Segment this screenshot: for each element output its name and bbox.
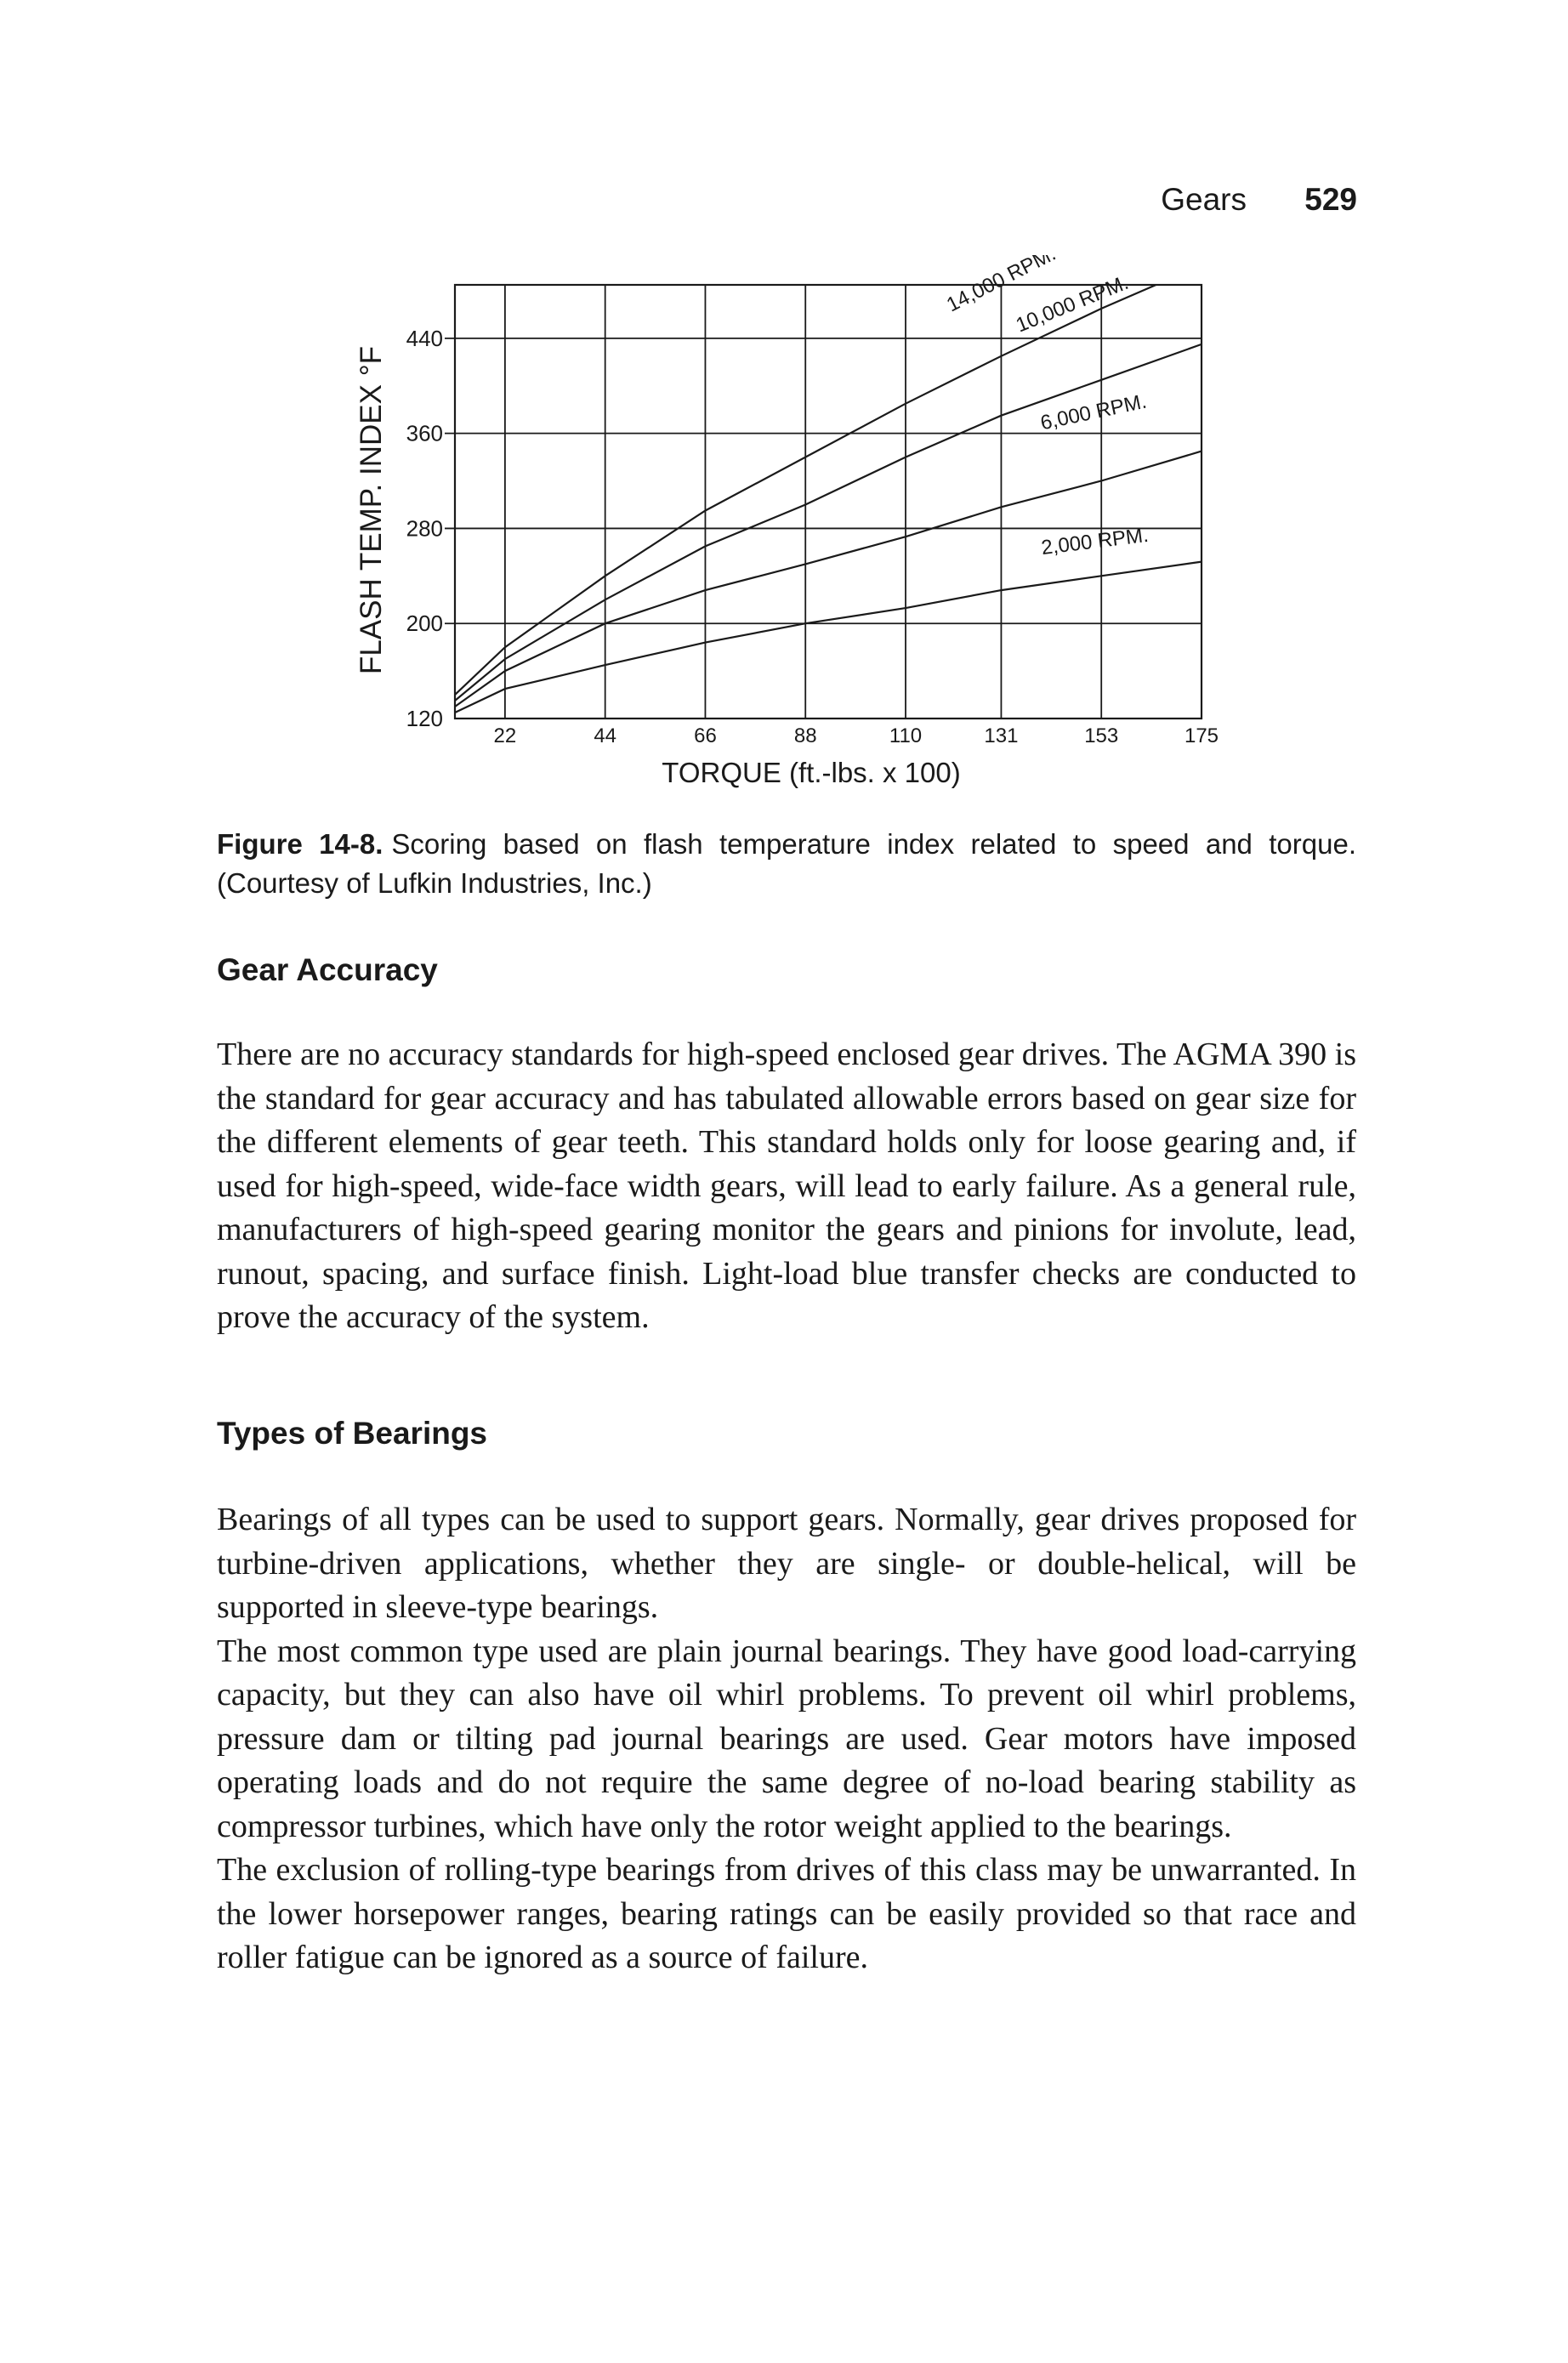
x-tick-label: 22 [494, 724, 517, 747]
plot-frame [453, 283, 1203, 720]
y-axis-title: FLASH TEMP. INDEX °F [355, 346, 388, 674]
series-label: 10,000 RPM. [1013, 271, 1132, 338]
running-header: Gears 529 [1161, 182, 1357, 218]
running-title: Gears [1161, 182, 1247, 217]
paragraph: The most common type used are plain jour… [217, 1633, 1356, 1844]
series-line [454, 283, 1156, 696]
series-line [454, 560, 1202, 713]
figure-caption-text: Scoring based on flash temperature index… [217, 828, 1356, 899]
y-tick-label: 360 [406, 421, 443, 446]
x-tick-label: 153 [1084, 724, 1118, 747]
y-tick-label: 120 [406, 706, 443, 731]
page-number: 529 [1304, 182, 1357, 217]
figure-label: Figure 14-8. [217, 828, 383, 860]
section-heading-types-of-bearings: Types of Bearings [217, 1416, 488, 1451]
x-tick-label: 88 [794, 724, 817, 747]
section-heading-gear-accuracy: Gear Accuracy [217, 952, 438, 987]
section-body-types-of-bearings: Bearings of all types can be used to sup… [217, 1498, 1356, 1980]
figure-caption: Figure 14-8.Scoring based on flash tempe… [217, 825, 1356, 903]
section-body-gear-accuracy: There are no accuracy standards for high… [217, 1033, 1356, 1340]
y-tick-label: 280 [406, 515, 443, 541]
paragraph: The exclusion of rolling-type bearings f… [217, 1852, 1356, 1975]
series-line [454, 343, 1202, 702]
paragraph: There are no accuracy standards for high… [217, 1037, 1356, 1335]
x-tick-label: 175 [1185, 724, 1219, 747]
x-tick-label: 131 [984, 724, 1018, 747]
y-tick-label: 440 [406, 326, 443, 351]
x-axis-title: TORQUE (ft.-lbs. x 100) [662, 757, 960, 788]
y-tick-label: 200 [406, 611, 443, 636]
x-tick-label: 66 [694, 724, 717, 747]
x-tick-label: 110 [889, 724, 922, 747]
x-tick-label: 44 [594, 724, 616, 747]
series-line [454, 450, 1202, 707]
paragraph: Bearings of all types can be used to sup… [217, 1502, 1356, 1625]
